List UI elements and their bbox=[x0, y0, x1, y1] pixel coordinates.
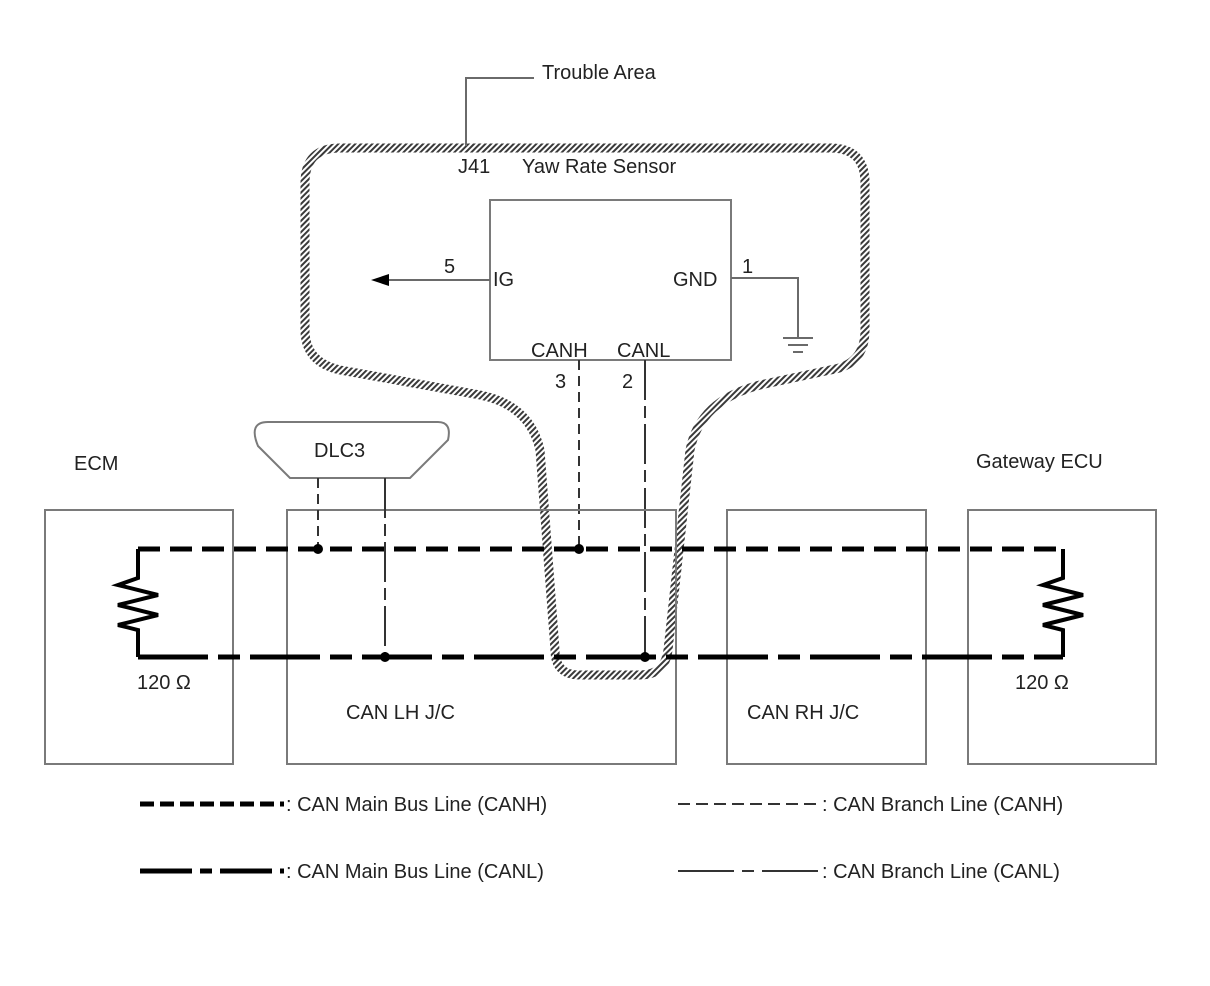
pin-ig-number: 5 bbox=[444, 256, 455, 278]
legend-text-main-canl: : CAN Main Bus Line (CANL) bbox=[286, 861, 544, 883]
gnd-wire bbox=[731, 277, 799, 337]
legend-text-branch-canh: : CAN Branch Line (CANH) bbox=[822, 794, 1063, 816]
ecm-resistor-icon bbox=[111, 549, 159, 657]
ig-arrow-icon bbox=[371, 274, 389, 286]
ground-icon bbox=[783, 337, 813, 353]
gateway-ecu-label: Gateway ECU bbox=[976, 451, 1103, 473]
can-lh-jc-box bbox=[286, 509, 677, 765]
dlc3-label: DLC3 bbox=[314, 440, 365, 462]
gateway-ecu-box bbox=[967, 509, 1157, 765]
pin-canl-number: 2 bbox=[622, 371, 633, 393]
pin-gnd-label: GND bbox=[673, 269, 717, 291]
trouble-area-leader bbox=[465, 77, 534, 146]
ecm-box bbox=[44, 509, 234, 765]
pin-canh-number: 3 bbox=[555, 371, 566, 393]
junction-dlc3-canl bbox=[380, 652, 390, 662]
legend-text-branch-canl: : CAN Branch Line (CANL) bbox=[822, 861, 1060, 883]
pin-canh-label: CANH bbox=[531, 340, 588, 362]
sensor-connector-label: J41 bbox=[458, 156, 490, 178]
pin-canl-label: CANL bbox=[617, 340, 670, 362]
junction-dlc3-canh bbox=[313, 544, 323, 554]
gateway-resistor-value: 120 Ω bbox=[1015, 672, 1069, 694]
pin-ig-label: IG bbox=[493, 269, 514, 291]
trouble-area-label: Trouble Area bbox=[542, 62, 657, 84]
legend: : CAN Main Bus Line (CANH) : CAN Branch … bbox=[140, 794, 1063, 883]
can-lh-jc-label: CAN LH J/C bbox=[346, 702, 455, 724]
junction-sensor-canh bbox=[574, 544, 584, 554]
legend-text-main-canh: : CAN Main Bus Line (CANH) bbox=[286, 794, 547, 816]
sensor-name-label: Yaw Rate Sensor bbox=[522, 156, 676, 178]
can-rh-jc-box bbox=[726, 509, 927, 765]
trouble-area-outline bbox=[300, 143, 870, 680]
trouble-area-hatch bbox=[300, 143, 870, 680]
pin-gnd-number: 1 bbox=[742, 256, 753, 278]
junction-sensor-canl bbox=[640, 652, 650, 662]
can-rh-jc-label: CAN RH J/C bbox=[747, 702, 859, 724]
ecm-resistor-value: 120 Ω bbox=[137, 672, 191, 694]
dlc3-connector bbox=[253, 421, 450, 479]
ecm-label: ECM bbox=[74, 453, 118, 475]
gateway-resistor-icon bbox=[1036, 549, 1084, 657]
